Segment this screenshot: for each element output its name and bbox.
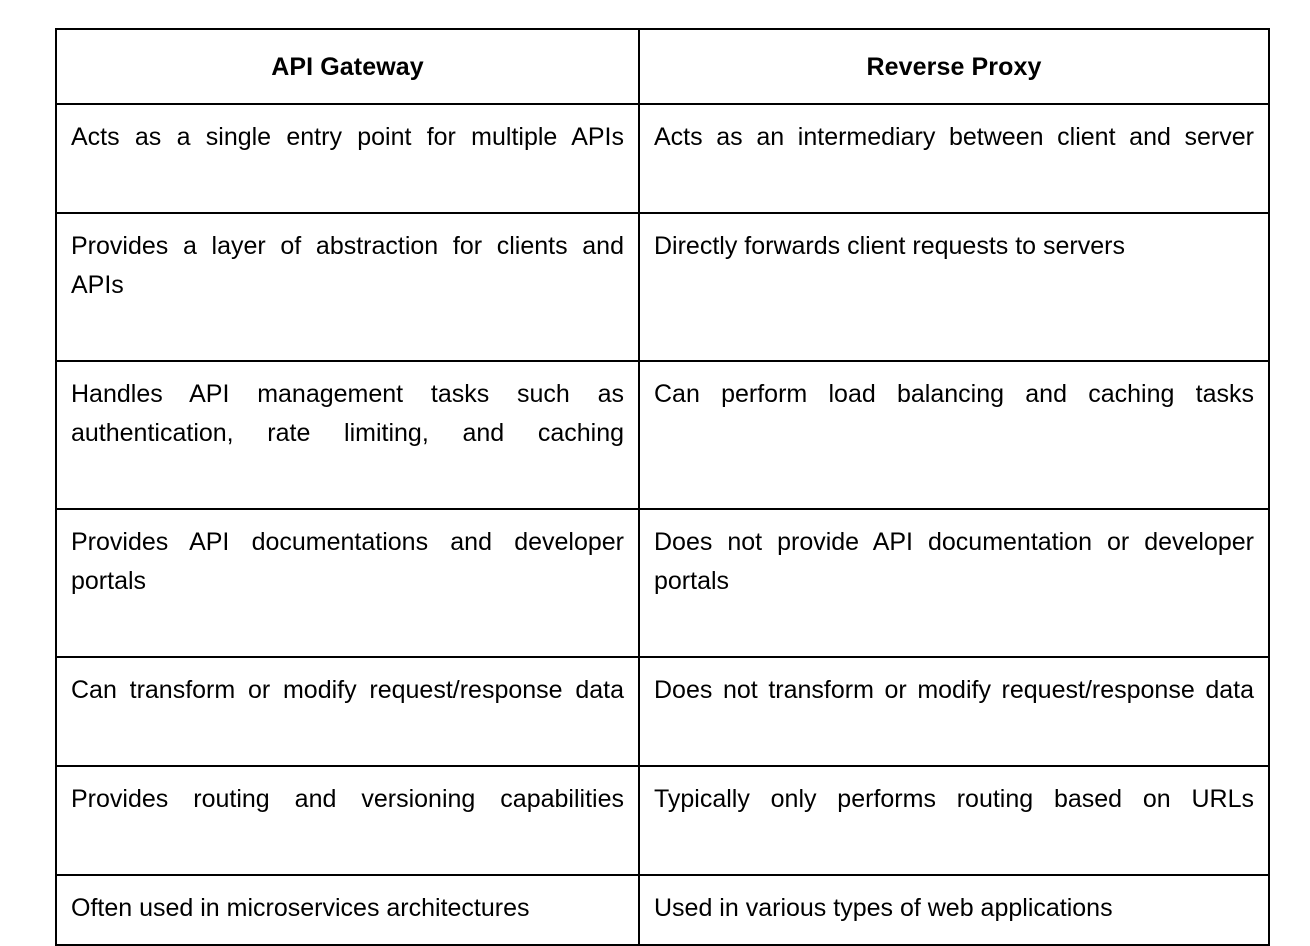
cell-api-gateway: Provides API documentations and develope… (55, 508, 640, 658)
table-body: Acts as a single entry point for multipl… (55, 103, 1270, 946)
table-header-row: API Gateway Reverse Proxy (55, 28, 1270, 105)
cell-text: Acts as a single entry point for multipl… (71, 123, 624, 151)
table-row: Provides API documentations and develope… (55, 508, 1270, 658)
cell-reverse-proxy: Does not provide API documentation or de… (638, 508, 1270, 658)
table-row: Handles API management tasks such as aut… (55, 360, 1270, 510)
cell-api-gateway: Provides a layer of abstraction for clie… (55, 212, 640, 362)
cell-api-gateway: Can transform or modify request/response… (55, 656, 640, 767)
table-row: Acts as a single entry point for multipl… (55, 103, 1270, 214)
cell-reverse-proxy: Does not transform or modify request/res… (638, 656, 1270, 767)
cell-text: Does not transform or modify request/res… (654, 676, 1254, 704)
cell-text: Provides API documentations and develope… (71, 528, 624, 595)
cell-reverse-proxy: Can perform load balancing and caching t… (638, 360, 1270, 510)
page-canvas: API Gateway Reverse Proxy Acts as a sing… (55, 28, 1270, 946)
table-row: Provides routing and versioning capabili… (55, 765, 1270, 876)
cell-reverse-proxy: Typically only performs routing based on… (638, 765, 1270, 876)
cell-api-gateway: Handles API management tasks such as aut… (55, 360, 640, 510)
table-row: Often used in microservices architecture… (55, 874, 1270, 946)
table-row: Provides a layer of abstraction for clie… (55, 212, 1270, 362)
comparison-table: API Gateway Reverse Proxy Acts as a sing… (55, 28, 1270, 946)
cell-reverse-proxy: Used in various types of web application… (638, 874, 1270, 946)
cell-text: Does not provide API documentation or de… (654, 528, 1254, 595)
cell-text: Acts as an intermediary between client a… (654, 123, 1254, 151)
cell-api-gateway: Acts as a single entry point for multipl… (55, 103, 640, 214)
cell-text: Can transform or modify request/response… (71, 676, 624, 704)
table-header: API Gateway Reverse Proxy (55, 28, 1270, 105)
cell-text: Handles API management tasks such as aut… (71, 380, 624, 447)
cell-api-gateway: Provides routing and versioning capabili… (55, 765, 640, 876)
cell-text: Directly forwards client requests to ser… (654, 232, 1125, 260)
cell-text: Used in various types of web application… (654, 894, 1113, 922)
cell-text: Typically only performs routing based on… (654, 785, 1254, 813)
cell-text: Often used in microservices architecture… (71, 894, 530, 922)
cell-reverse-proxy: Acts as an intermediary between client a… (638, 103, 1270, 214)
cell-api-gateway: Often used in microservices architecture… (55, 874, 640, 946)
column-header-reverse-proxy: Reverse Proxy (638, 28, 1270, 105)
table-row: Can transform or modify request/response… (55, 656, 1270, 767)
cell-reverse-proxy: Directly forwards client requests to ser… (638, 212, 1270, 362)
column-header-api-gateway: API Gateway (55, 28, 640, 105)
cell-text: Can perform load balancing and caching t… (654, 380, 1254, 408)
cell-text: Provides routing and versioning capabili… (71, 785, 624, 813)
cell-text: Provides a layer of abstraction for clie… (71, 232, 624, 299)
